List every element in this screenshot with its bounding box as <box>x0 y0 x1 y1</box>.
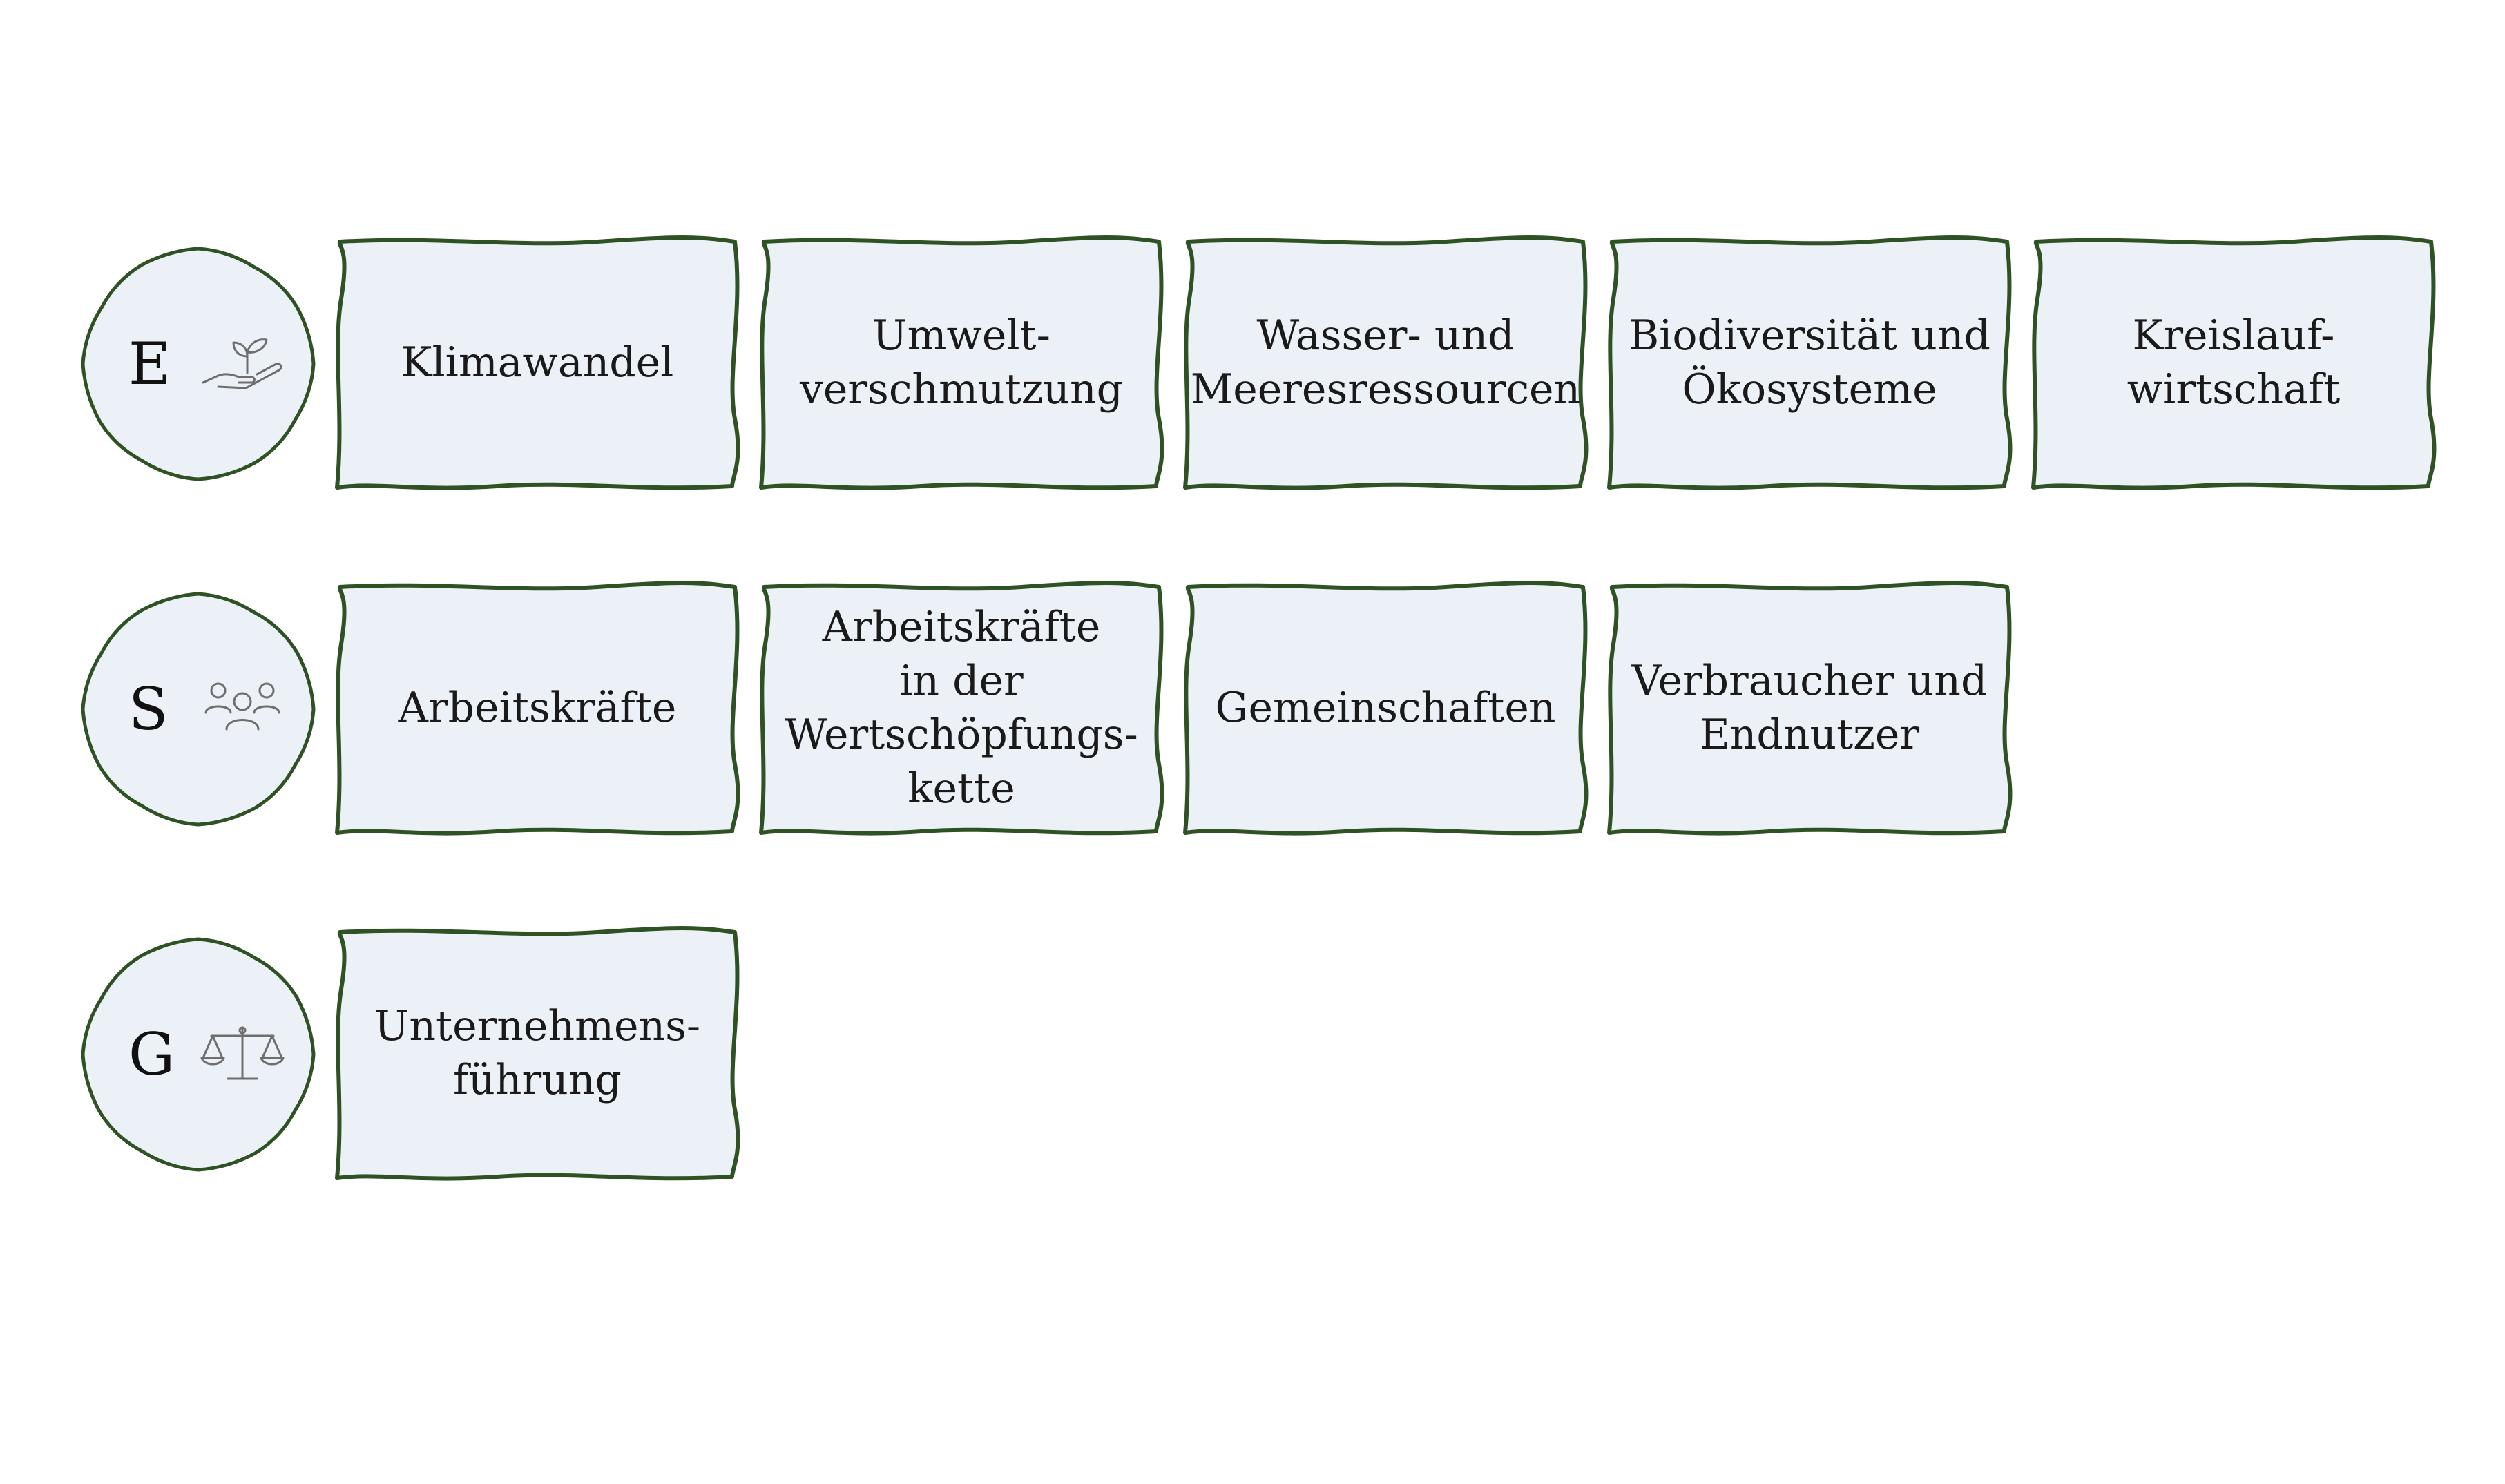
topic-box: Biodiversität und Ökosysteme <box>1607 235 2013 490</box>
category-circle-shape <box>81 937 316 1172</box>
topic-box-shape <box>1607 581 2013 836</box>
topic-label: Wasser- und Meeresressourcen <box>1190 311 1581 414</box>
category-letter: G <box>128 1021 175 1088</box>
topic-label: Kreislauf- wirtschaft <box>2127 311 2341 414</box>
category-letter: S <box>128 675 169 743</box>
topic-box-shape <box>335 581 740 836</box>
topic-label: Arbeitskräfte in der Wertschöpfungs- ket… <box>785 603 1138 813</box>
topic-label: Klimawandel <box>401 338 674 387</box>
category-circle-shape <box>81 247 316 481</box>
topic-box: Gemeinschaften <box>1183 580 1589 836</box>
topic-box: Umwelt- verschmutzung <box>759 235 1164 490</box>
category-g-circle: G <box>81 937 316 1172</box>
topic-box: Klimawandel <box>335 235 740 490</box>
category-letter: E <box>128 330 171 398</box>
topic-box-shape <box>2031 235 2437 490</box>
category-s-circle: S <box>81 592 316 827</box>
topic-box-shape <box>759 581 1164 836</box>
topic-label: Arbeitskräfte <box>398 684 677 732</box>
category-e-circle: E <box>81 247 316 481</box>
category-circle-shape <box>81 592 316 827</box>
topic-box-shape <box>335 235 740 490</box>
topic-box: Verbraucher und Endnutzer <box>1607 580 2013 836</box>
plant-in-hand-icon <box>202 338 282 389</box>
topic-box-shape <box>335 926 740 1181</box>
topic-label: Gemeinschaften <box>1215 684 1556 732</box>
scales-icon <box>200 1026 285 1080</box>
topic-box-shape <box>1607 235 2013 490</box>
topic-box-shape <box>759 235 1164 490</box>
topic-label: Unternehmens- führung <box>374 1002 701 1104</box>
topic-box: Kreislauf- wirtschaft <box>2031 235 2437 490</box>
people-group-icon <box>204 682 280 731</box>
topic-box-shape <box>1183 581 1589 836</box>
topic-label: Umwelt- verschmutzung <box>799 311 1124 414</box>
topic-box: Wasser- und Meeresressourcen <box>1183 235 1589 490</box>
topic-box: Unternehmens- führung <box>335 925 740 1181</box>
topic-label: Biodiversität und Ökosysteme <box>1629 311 1990 414</box>
topic-box: Arbeitskräfte <box>335 580 740 836</box>
topic-box-shape <box>1183 235 1589 490</box>
topic-label: Verbraucher und Endnutzer <box>1631 657 1988 759</box>
topic-box: Arbeitskräfte in der Wertschöpfungs- ket… <box>759 580 1164 836</box>
